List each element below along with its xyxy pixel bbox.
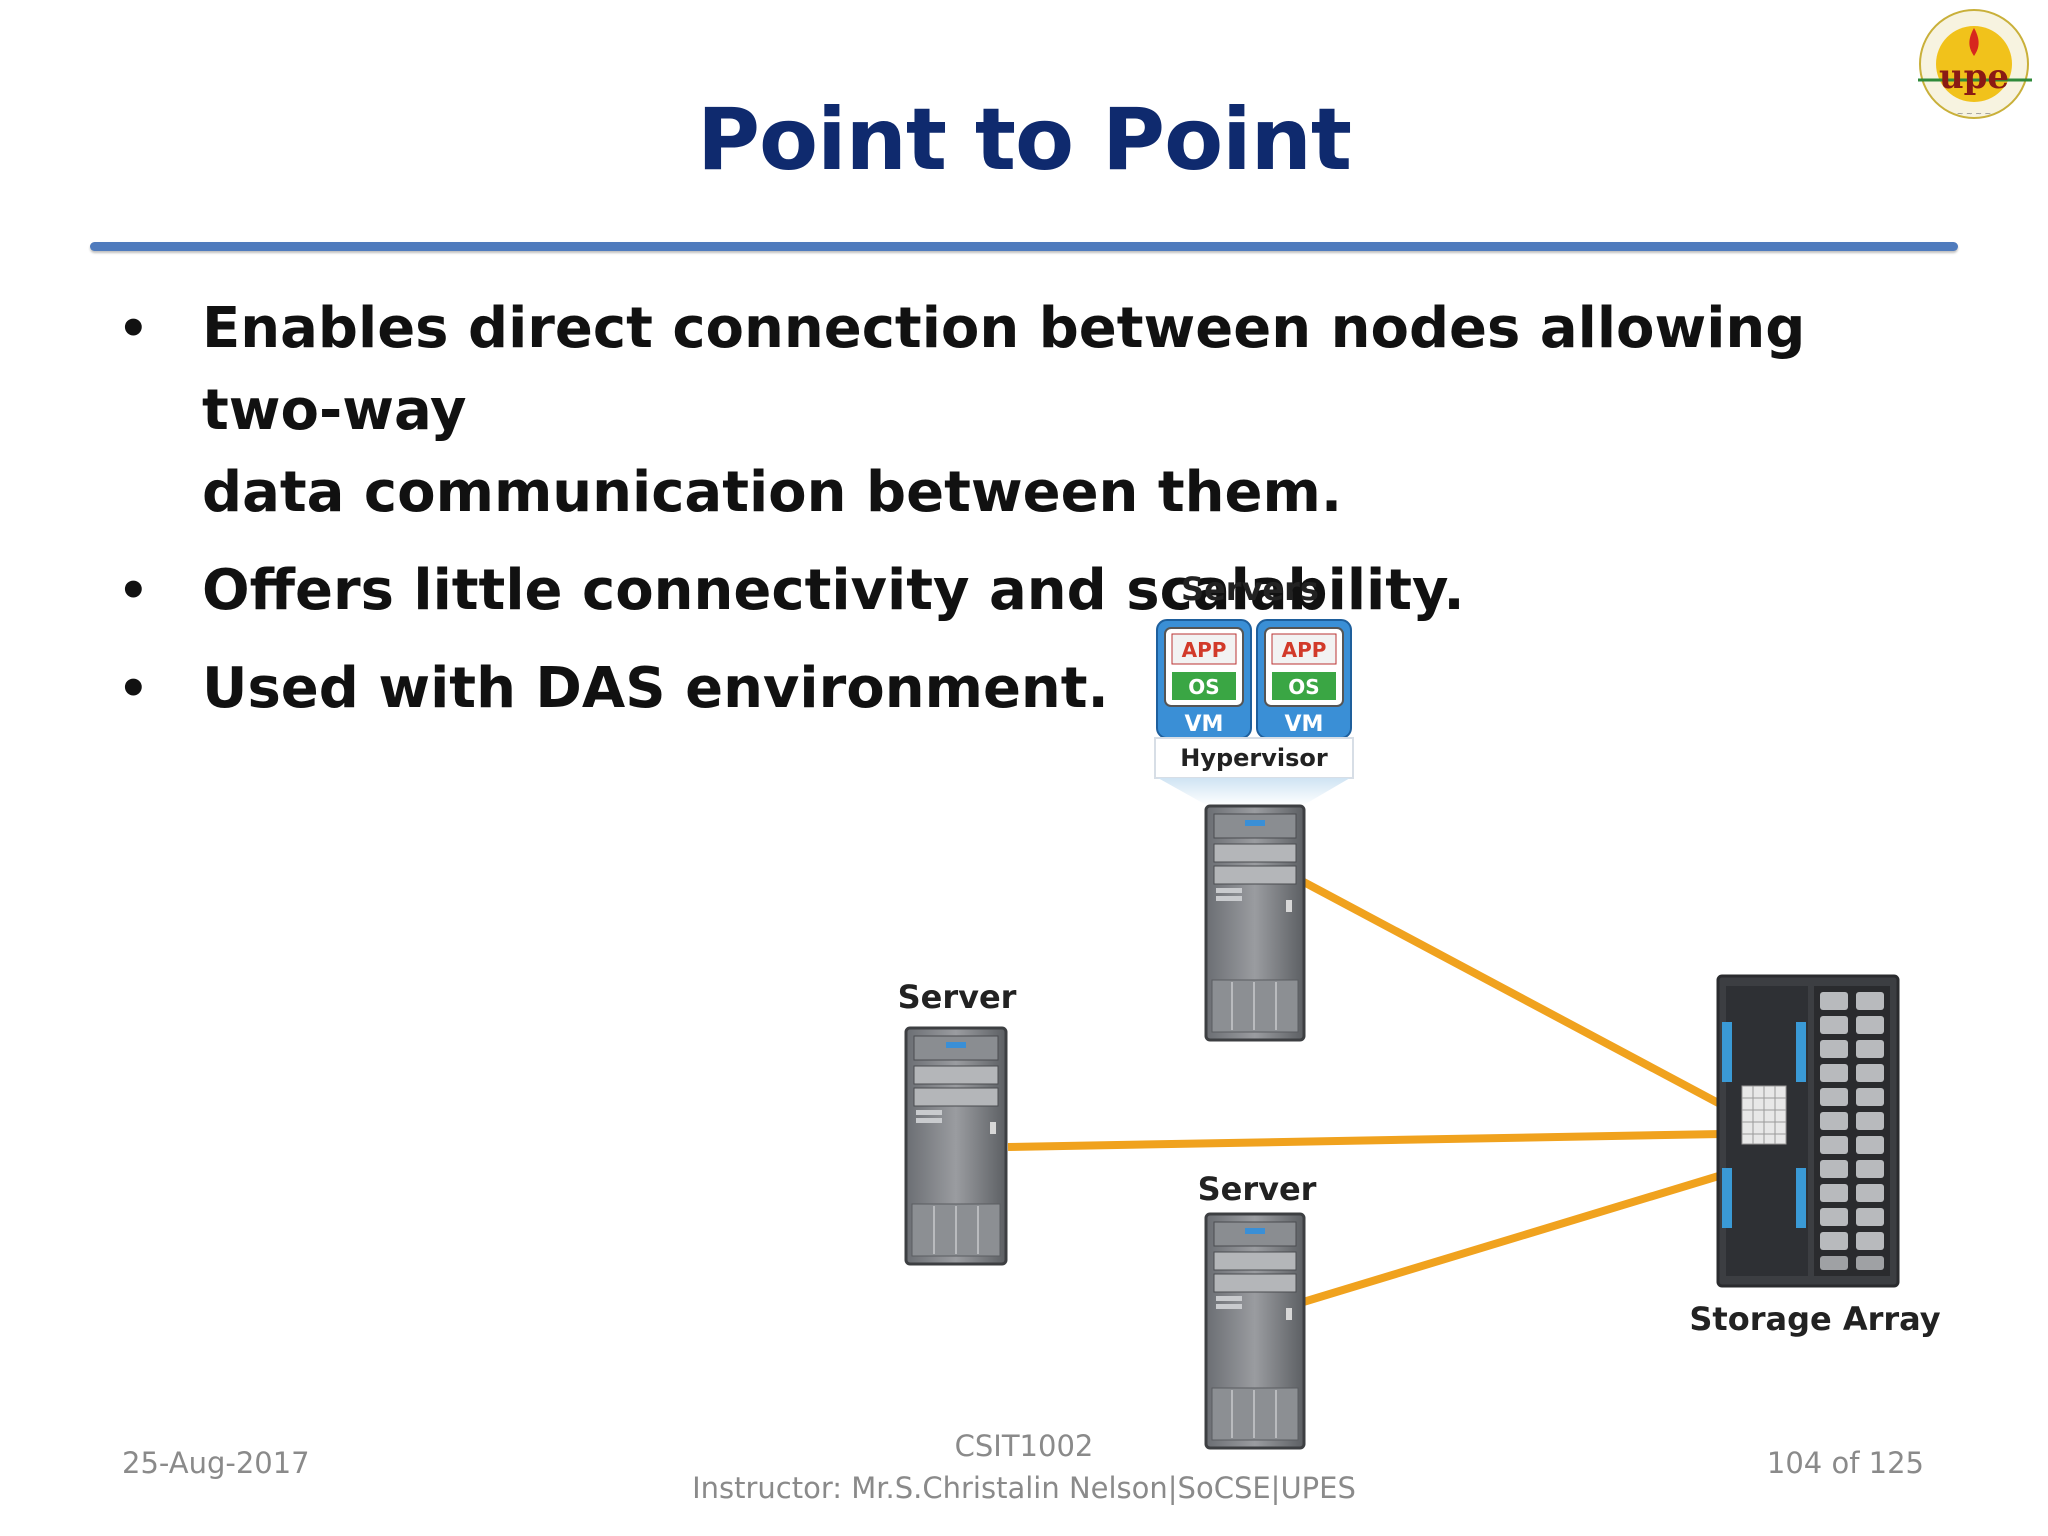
server-tower-virtualized [1204,804,1306,1042]
footer-course-code: CSIT1002 [954,1429,1094,1463]
vm-box: APP OS VM [1256,619,1352,739]
bullet-text: Used with DAS environment. [202,656,1109,721]
footer-page-number: 104 of 125 [1766,1446,1924,1480]
title-divider [90,242,1958,251]
hypervisor-label: Hypervisor [1180,744,1328,772]
bullet-icon: • [118,301,149,357]
bullet-list: • Enables direct connection between node… [118,288,1918,746]
bullet-item: • Offers little connectivity and scalabi… [118,550,1918,632]
servers-label: Servers [1181,570,1319,608]
svg-text:upe: upe [1939,57,2009,97]
bullet-text: Offers little connectivity and scalabili… [202,558,1465,623]
app-label: APP [1182,638,1227,662]
bullet-text-continued: data communication between them. [202,460,1343,525]
storage-drive-bays [1820,992,1884,1270]
bullet-item: • Enables direct connection between node… [118,288,1918,534]
link-line [1007,1130,1723,1151]
server-bottom-label: Server [1198,1170,1317,1208]
svg-text:~ ~ ~ ~: ~ ~ ~ ~ [1957,109,1991,118]
vm-label: VM [1185,712,1224,737]
bullet-item: • Used with DAS environment. [118,648,1918,730]
footer-center: CSIT1002 Instructor: Mr.S.Christalin Nel… [0,1425,2048,1509]
server-tower-bottom [1204,1212,1306,1450]
hypervisor-connector [1158,778,1350,806]
slide-title: Point to Point [697,90,1352,190]
footer-instructor: Instructor: Mr.S.Christalin Nelson|SoCSE… [692,1471,1356,1505]
os-label: OS [1288,675,1319,699]
os-label: OS [1188,675,1219,699]
server-tower-left [904,1026,1008,1266]
bullet-icon: • [118,563,149,619]
university-logo: upe ~ ~ ~ ~ [1918,9,2032,119]
storage-array-label: Storage Array [1689,1300,1940,1338]
app-label: APP [1282,638,1327,662]
link-line [1298,1171,1724,1307]
vm-label: VM [1285,712,1324,737]
vm-box: APP OS VM [1156,619,1252,739]
storage-array [1716,974,1900,1288]
bullet-text: Enables direct connection between nodes … [202,296,1806,443]
footer-date: 25-Aug-2017 [122,1446,310,1480]
bullet-icon: • [118,661,149,717]
server-left-label: Server [898,978,1017,1016]
link-line [1298,876,1724,1109]
hypervisor-bar [1154,737,1354,779]
